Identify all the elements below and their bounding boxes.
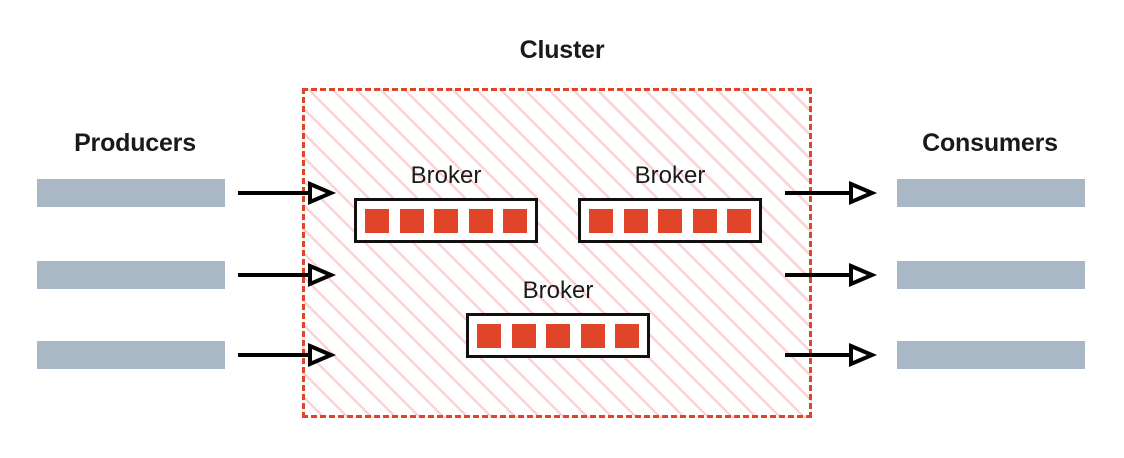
- partition-block: [468, 208, 493, 233]
- partition-block: [503, 208, 527, 233]
- partition-block: [615, 323, 639, 348]
- broker-3[interactable]: Broker: [466, 279, 650, 358]
- arrow-cluster-to-consumer-2: [785, 262, 881, 288]
- cluster-hatch-fill: [302, 88, 812, 418]
- producer-node-1[interactable]: [37, 179, 225, 207]
- partition-block: [511, 323, 536, 348]
- broker-1-partitions: [354, 198, 538, 243]
- producer-node-2[interactable]: [37, 261, 225, 289]
- partition-block: [477, 323, 501, 348]
- partition-block: [623, 208, 648, 233]
- arrow-producer-3-to-cluster: [238, 342, 337, 368]
- consumer-node-2[interactable]: [897, 261, 1085, 289]
- cluster-label: Cluster: [519, 36, 605, 64]
- broker-1-label: Broker: [410, 162, 482, 189]
- partition-block: [727, 208, 751, 233]
- partition-block: [365, 208, 389, 233]
- broker-2[interactable]: Broker: [578, 164, 762, 243]
- broker-1[interactable]: Broker: [354, 164, 538, 243]
- cluster-region: [302, 88, 812, 418]
- partition-block: [546, 323, 570, 348]
- arrow-producer-2-to-cluster: [238, 262, 337, 288]
- partition-block: [658, 208, 682, 233]
- arrow-cluster-to-consumer-1: [785, 180, 881, 206]
- arrow-producer-1-to-cluster: [238, 180, 337, 206]
- partition-block: [580, 323, 605, 348]
- producers-label: Producers: [74, 129, 196, 157]
- partition-block: [399, 208, 424, 233]
- broker-3-partitions: [466, 313, 650, 358]
- broker-3-label: Broker: [522, 277, 594, 304]
- partition-block: [692, 208, 717, 233]
- arrow-cluster-to-consumer-3: [785, 342, 881, 368]
- broker-2-label: Broker: [634, 162, 706, 189]
- partition-block: [434, 208, 458, 233]
- consumers-label: Consumers: [922, 129, 1058, 157]
- cluster-dashed-border: [302, 88, 812, 418]
- producer-node-3[interactable]: [37, 341, 225, 369]
- consumer-node-3[interactable]: [897, 341, 1085, 369]
- broker-2-partitions: [578, 198, 762, 243]
- consumer-node-1[interactable]: [897, 179, 1085, 207]
- partition-block: [589, 208, 613, 233]
